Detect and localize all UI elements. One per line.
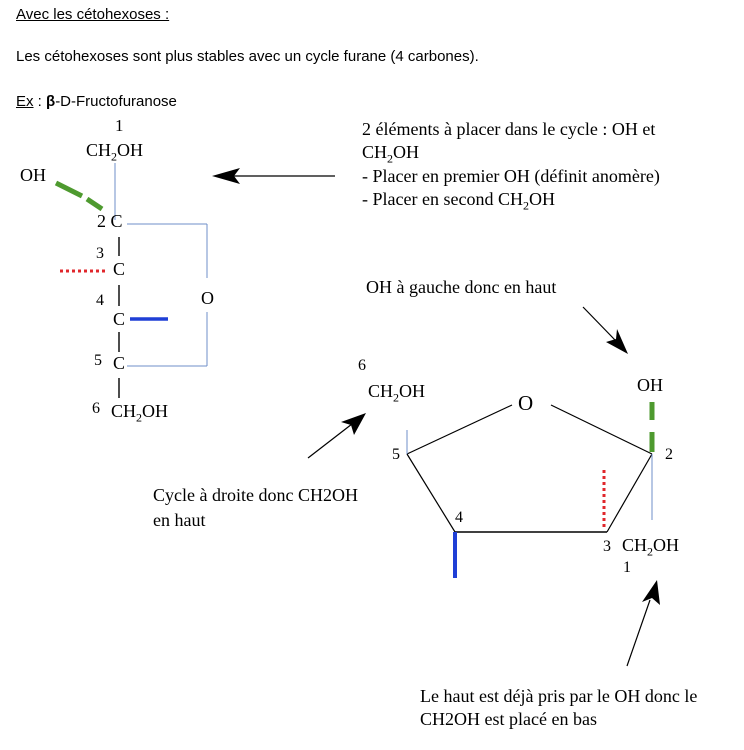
beta-symbol: β	[46, 93, 56, 110]
arrow-oh-shaft	[582, 306, 616, 341]
haworth-ring-oxygen: O	[518, 391, 534, 415]
haworth-num-3: 3	[603, 538, 611, 555]
oh-wedge-solid	[54, 180, 84, 199]
note-right-line4: - Placer en second CH2OH	[362, 189, 555, 213]
oh-wedge-dash-1	[85, 196, 104, 212]
note-right-line1: 2 éléments à placer dans le cycle : OH e…	[362, 119, 656, 139]
note-oh-left: OH à gauche donc en haut	[366, 277, 557, 297]
note-bottom-line1: Le haut est déjà pris par le OH donc le	[420, 686, 698, 706]
arrow-cycle-head	[341, 413, 366, 435]
fischer-c3: C	[113, 259, 126, 279]
arrow-bottom-shaft	[626, 599, 651, 667]
haworth-num-1: 1	[623, 559, 631, 576]
ring-bond-c5-o	[406, 404, 513, 455]
fischer-ch2oh-bottom: CH2OH	[111, 401, 169, 425]
example-prefix: Ex	[16, 93, 34, 110]
arrow-cycle-shaft	[307, 423, 353, 459]
note-cycle-line2: en haut	[153, 510, 206, 530]
haworth-num-2: 2	[665, 446, 673, 463]
fischer-c4: C	[113, 309, 126, 329]
example-name: -D-Fructofuranose	[55, 93, 177, 110]
arrow-bottom-head	[642, 580, 660, 605]
haworth-oh: OH	[637, 375, 663, 395]
heading: Avec les cétohexoses :	[16, 6, 170, 23]
fischer-oh: OH	[20, 165, 46, 185]
fischer-num-4: 4	[96, 292, 104, 309]
ring-bond-c5-c4	[406, 453, 456, 533]
fischer-num-1: 1	[115, 116, 124, 135]
fischer-num-3: 3	[96, 245, 104, 262]
fischer-c5: C	[113, 353, 126, 373]
note-right-line2: CH2OH	[362, 142, 420, 166]
ring-bond-c2-c3	[606, 453, 653, 533]
haworth-num-6: 6	[358, 357, 366, 374]
fischer-c2: 2 C	[97, 211, 123, 231]
haworth-ch2oh-6: CH2OH	[368, 381, 426, 405]
arrow-left-head	[212, 168, 240, 184]
example-sep: :	[33, 93, 47, 110]
example-line: Ex : β-D-Fructofuranose	[16, 93, 177, 110]
fischer-num-5: 5	[94, 352, 102, 369]
note-bottom-line2: CH2OH est placé en bas	[420, 709, 597, 729]
haworth-num-5: 5	[392, 446, 400, 463]
fischer-num-6: 6	[92, 400, 100, 417]
fischer-ch2oh-top: CH2OH	[86, 140, 144, 164]
note-right-line3: - Placer en premier OH (définit anomère)	[362, 166, 660, 186]
arrow-oh-head	[606, 329, 628, 354]
haworth-ch2oh-1: CH2OH	[622, 535, 680, 559]
fischer-ring-oxygen: O	[201, 288, 214, 308]
note-cycle-line1: Cycle à droite donc CH2OH	[153, 485, 358, 505]
ring-bond-o-c2	[550, 404, 653, 455]
intro-text: Les cétohexoses sont plus stables avec u…	[16, 48, 479, 65]
haworth-num-4: 4	[455, 509, 463, 526]
